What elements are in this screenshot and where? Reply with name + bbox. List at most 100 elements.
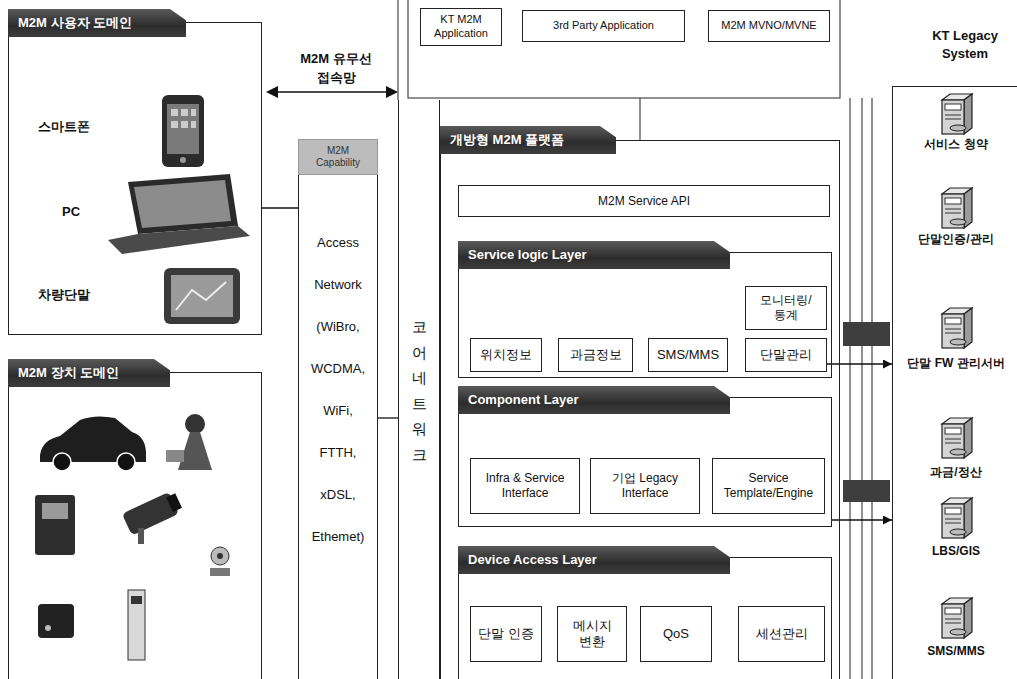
application-box: KT M2M Application xyxy=(420,8,502,46)
capability-box: M2M Capability xyxy=(298,139,378,175)
illustration-part xyxy=(167,104,199,154)
function-box: 과금정보 xyxy=(558,338,633,372)
smartphone-icon xyxy=(162,95,204,167)
box-label: 단말관리 xyxy=(760,347,812,363)
illustration-part xyxy=(942,498,972,538)
illustration-part xyxy=(131,596,142,604)
layer-box: Component LayerInfra & Service Interface… xyxy=(458,397,832,527)
illustration-part xyxy=(35,495,75,555)
illustration-part xyxy=(42,503,68,519)
camera-icon xyxy=(122,490,184,544)
server-label: LBS/GIS xyxy=(895,544,1017,560)
header-band: M2M 장치 도메인 xyxy=(8,359,170,387)
box-label: M2M Capability xyxy=(311,145,365,169)
connector xyxy=(832,519,892,520)
small-device-icon xyxy=(38,547,230,660)
illustration-part xyxy=(276,91,388,93)
illustration-part xyxy=(128,174,238,234)
device-label: 차량단말 xyxy=(38,287,128,304)
illustration-part xyxy=(108,226,250,254)
illustration-part xyxy=(166,493,182,512)
illustration-part xyxy=(211,547,229,565)
box-label: M2M MVNO/MVNE xyxy=(721,19,816,33)
function-box: SMS/MMS xyxy=(648,338,728,372)
application-box: 3rd Party Application xyxy=(522,10,685,42)
box-label: QoS xyxy=(663,626,689,642)
function-box: 단말관리 xyxy=(745,338,827,372)
box-label: 메시지 변환 xyxy=(562,618,622,651)
illustration-part xyxy=(45,625,51,631)
platform-box: 개방형 M2M 플랫폼M2M Service APIService logic … xyxy=(440,140,840,679)
system-heading: KT Legacy System xyxy=(919,27,1011,63)
frame-lines xyxy=(398,0,872,679)
box-label: 모니터링/통계 xyxy=(750,293,822,323)
core-network-band: 코어 네트워크 xyxy=(398,100,440,679)
illustration-part xyxy=(942,308,972,348)
vertical-label: 코어 네트워크 xyxy=(412,314,427,467)
illustration-part xyxy=(171,121,178,128)
illustration-part xyxy=(266,86,278,98)
interface-bar xyxy=(843,322,890,346)
layer-heading: Component Layer xyxy=(458,386,579,414)
header-band: Component Layer xyxy=(458,386,730,414)
server-label: 단말 FW 관리서버 xyxy=(895,356,1017,372)
box-label: 3rd Party Application xyxy=(553,19,654,33)
box-label: KT M2M Application xyxy=(425,13,497,41)
illustration-part xyxy=(398,0,399,100)
illustration-part xyxy=(217,553,223,559)
illustration-part xyxy=(942,188,972,228)
illustration-part xyxy=(122,490,184,536)
network-arrow xyxy=(266,86,398,98)
box-label: 과금정보 xyxy=(570,347,622,363)
application-box: M2M MVNO/MVNE xyxy=(708,10,830,42)
illustration-part xyxy=(138,528,144,544)
layer-box: Service logic Layer모니터링/통계위치정보과금정보SMS/MM… xyxy=(458,252,832,378)
illustration-part xyxy=(128,590,145,660)
access-network-column: Access Network (WiBro, WCDMA, WiFi, FTTH… xyxy=(298,140,378,679)
layer-heading: Device Access Layer xyxy=(458,546,597,574)
server-label: SMS/MMS xyxy=(895,644,1017,660)
box-label: 위치정보 xyxy=(480,347,532,363)
illustration-part xyxy=(171,275,233,317)
illustration-part xyxy=(181,109,188,116)
illustration-part xyxy=(164,268,240,324)
connector xyxy=(262,207,298,208)
illustration-part xyxy=(117,453,135,471)
illustration-part xyxy=(176,282,226,310)
illustration-part xyxy=(640,98,641,140)
function-box: 메시지 변환 xyxy=(557,606,627,662)
illustration-part xyxy=(850,98,851,679)
connector xyxy=(827,363,892,364)
illustration-part xyxy=(408,0,840,98)
vehicle-terminal-icon xyxy=(164,268,240,324)
illustration-part xyxy=(162,95,204,167)
layer-box: Device Access Layer단말 인증메시지 변환QoS세션관리 xyxy=(458,557,832,679)
server-label: 서비스 청약 xyxy=(895,137,1017,153)
function-box: QoS xyxy=(640,606,712,662)
server-label: 과금/정산 xyxy=(895,465,1017,481)
illustration-part xyxy=(872,98,873,679)
server-label: 단말인증/관리 xyxy=(895,232,1017,248)
connector xyxy=(378,417,398,418)
function-box: Infra & Service Interface xyxy=(470,458,580,514)
box-label: SMS/MMS xyxy=(657,347,719,363)
sensor-icon xyxy=(166,414,212,470)
interface-bar xyxy=(843,480,890,502)
illustration-part xyxy=(942,94,972,134)
layer-heading: 개방형 M2M 플랫폼 xyxy=(440,126,564,154)
layer-heading: Service logic Layer xyxy=(458,241,587,269)
device-label: 스마트폰 xyxy=(38,119,128,136)
function-box: 기업 Legacy Interface xyxy=(590,458,700,514)
meter-icon xyxy=(35,495,75,555)
illustration-part xyxy=(191,109,196,116)
header-band: Service logic Layer xyxy=(458,241,730,269)
illustration-part xyxy=(942,418,972,458)
layer-heading: M2M 사용자 도메인 xyxy=(8,9,132,37)
box-label: 세션관리 xyxy=(756,626,808,642)
box-label: Service Template/Engine xyxy=(717,471,820,501)
illustration-part xyxy=(210,568,230,576)
header-band: Device Access Layer xyxy=(458,546,730,574)
illustration-part xyxy=(171,109,178,116)
network-label: M2M 유무선 접속망 xyxy=(284,50,388,88)
